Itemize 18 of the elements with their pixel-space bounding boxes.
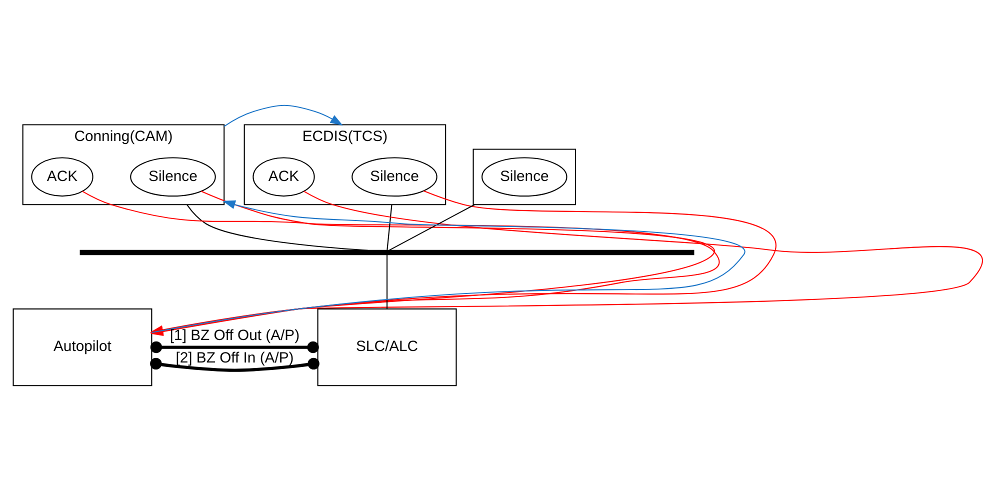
node-box: SLC/ALC: [316, 308, 456, 386]
connector: [150, 357, 319, 372]
edge-label: [2] BZ Off In (A/P): [175, 350, 294, 366]
connector: [386, 204, 392, 250]
node-bar: [79, 249, 694, 255]
node-ellipse: Silence: [130, 156, 216, 196]
connector: [150, 340, 318, 353]
node-ellipse: ACK: [252, 156, 314, 196]
node-ellipse: Silence: [480, 156, 567, 196]
connector: [388, 204, 474, 250]
arrow: [223, 104, 342, 126]
edge-label: [1] BZ Off Out (A/P): [169, 328, 300, 344]
connector: [186, 204, 368, 250]
cluster: [472, 148, 576, 205]
node-ellipse: ACK: [30, 156, 93, 196]
node-ellipse: Silence: [351, 156, 437, 196]
node-box: Autopilot: [12, 308, 152, 386]
connector: [386, 254, 388, 308]
